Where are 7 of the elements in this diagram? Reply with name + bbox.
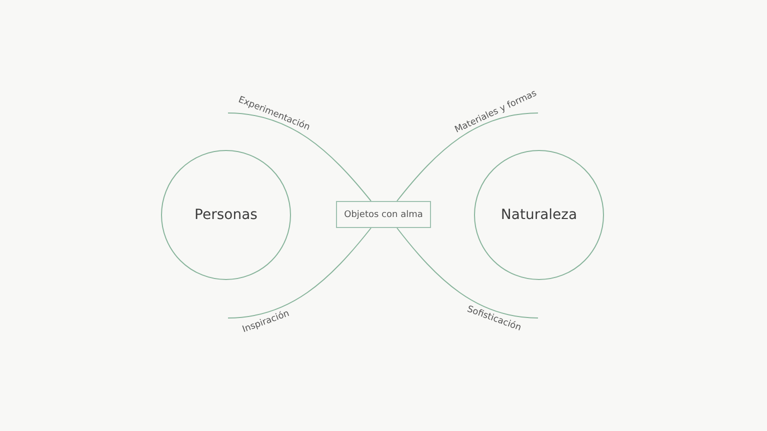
curved-line	[396, 228, 538, 318]
curved-line	[396, 112, 538, 202]
circle-node: Naturaleza	[474, 150, 604, 280]
circle-node: Personas	[161, 150, 291, 280]
curved-line	[228, 112, 372, 202]
concept-box: Objetos con alma	[336, 201, 431, 228]
curved-line	[228, 228, 372, 318]
